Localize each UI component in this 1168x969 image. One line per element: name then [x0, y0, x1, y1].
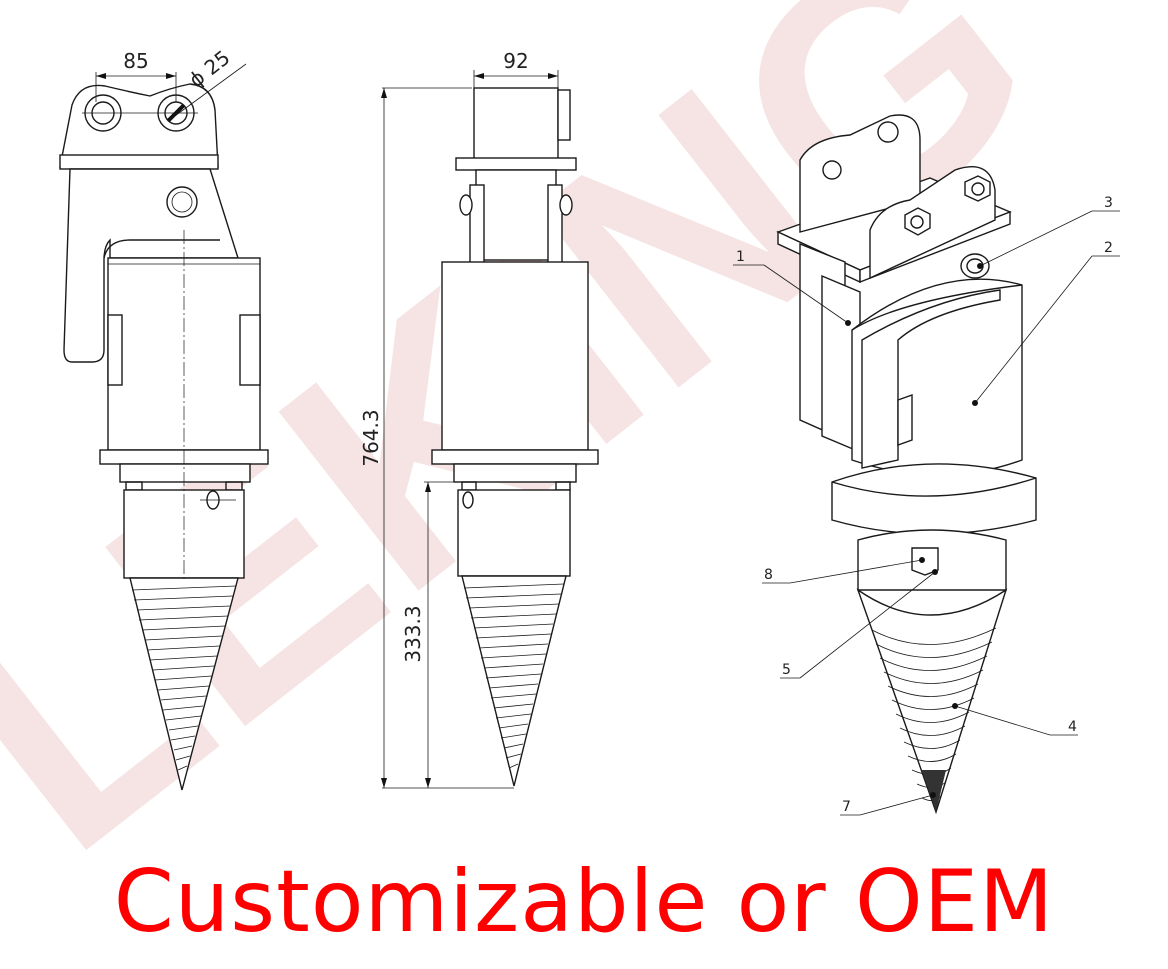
callout-1: 1: [736, 249, 745, 265]
side-cone-threads: [463, 583, 565, 769]
callout-8: 8: [764, 567, 773, 583]
callout-5: 5: [782, 662, 791, 678]
callout-dots: [845, 263, 983, 798]
front-view: 85 ϕ 25: [59, 45, 269, 791]
isometric-view: 1 2 3 4 5 7 8: [733, 114, 1120, 816]
callout-7: 7: [842, 799, 851, 815]
callout-leaders: [733, 210, 1120, 816]
iso-cone-threads: [871, 627, 997, 801]
callout-2: 2: [1104, 240, 1113, 256]
side-view: 92 764.3 333.3: [359, 49, 599, 789]
dim-overall-height: 764.3: [359, 409, 383, 466]
dim-cone-height: 333.3: [401, 605, 425, 662]
front-cone-threads: [131, 585, 237, 771]
callout-3: 3: [1104, 195, 1113, 211]
dim-bracket-width: 92: [503, 49, 528, 73]
callout-4: 4: [1068, 719, 1077, 735]
caption: Customizable or OEM: [113, 852, 1055, 952]
dim-pin-spacing: 85: [123, 49, 148, 73]
